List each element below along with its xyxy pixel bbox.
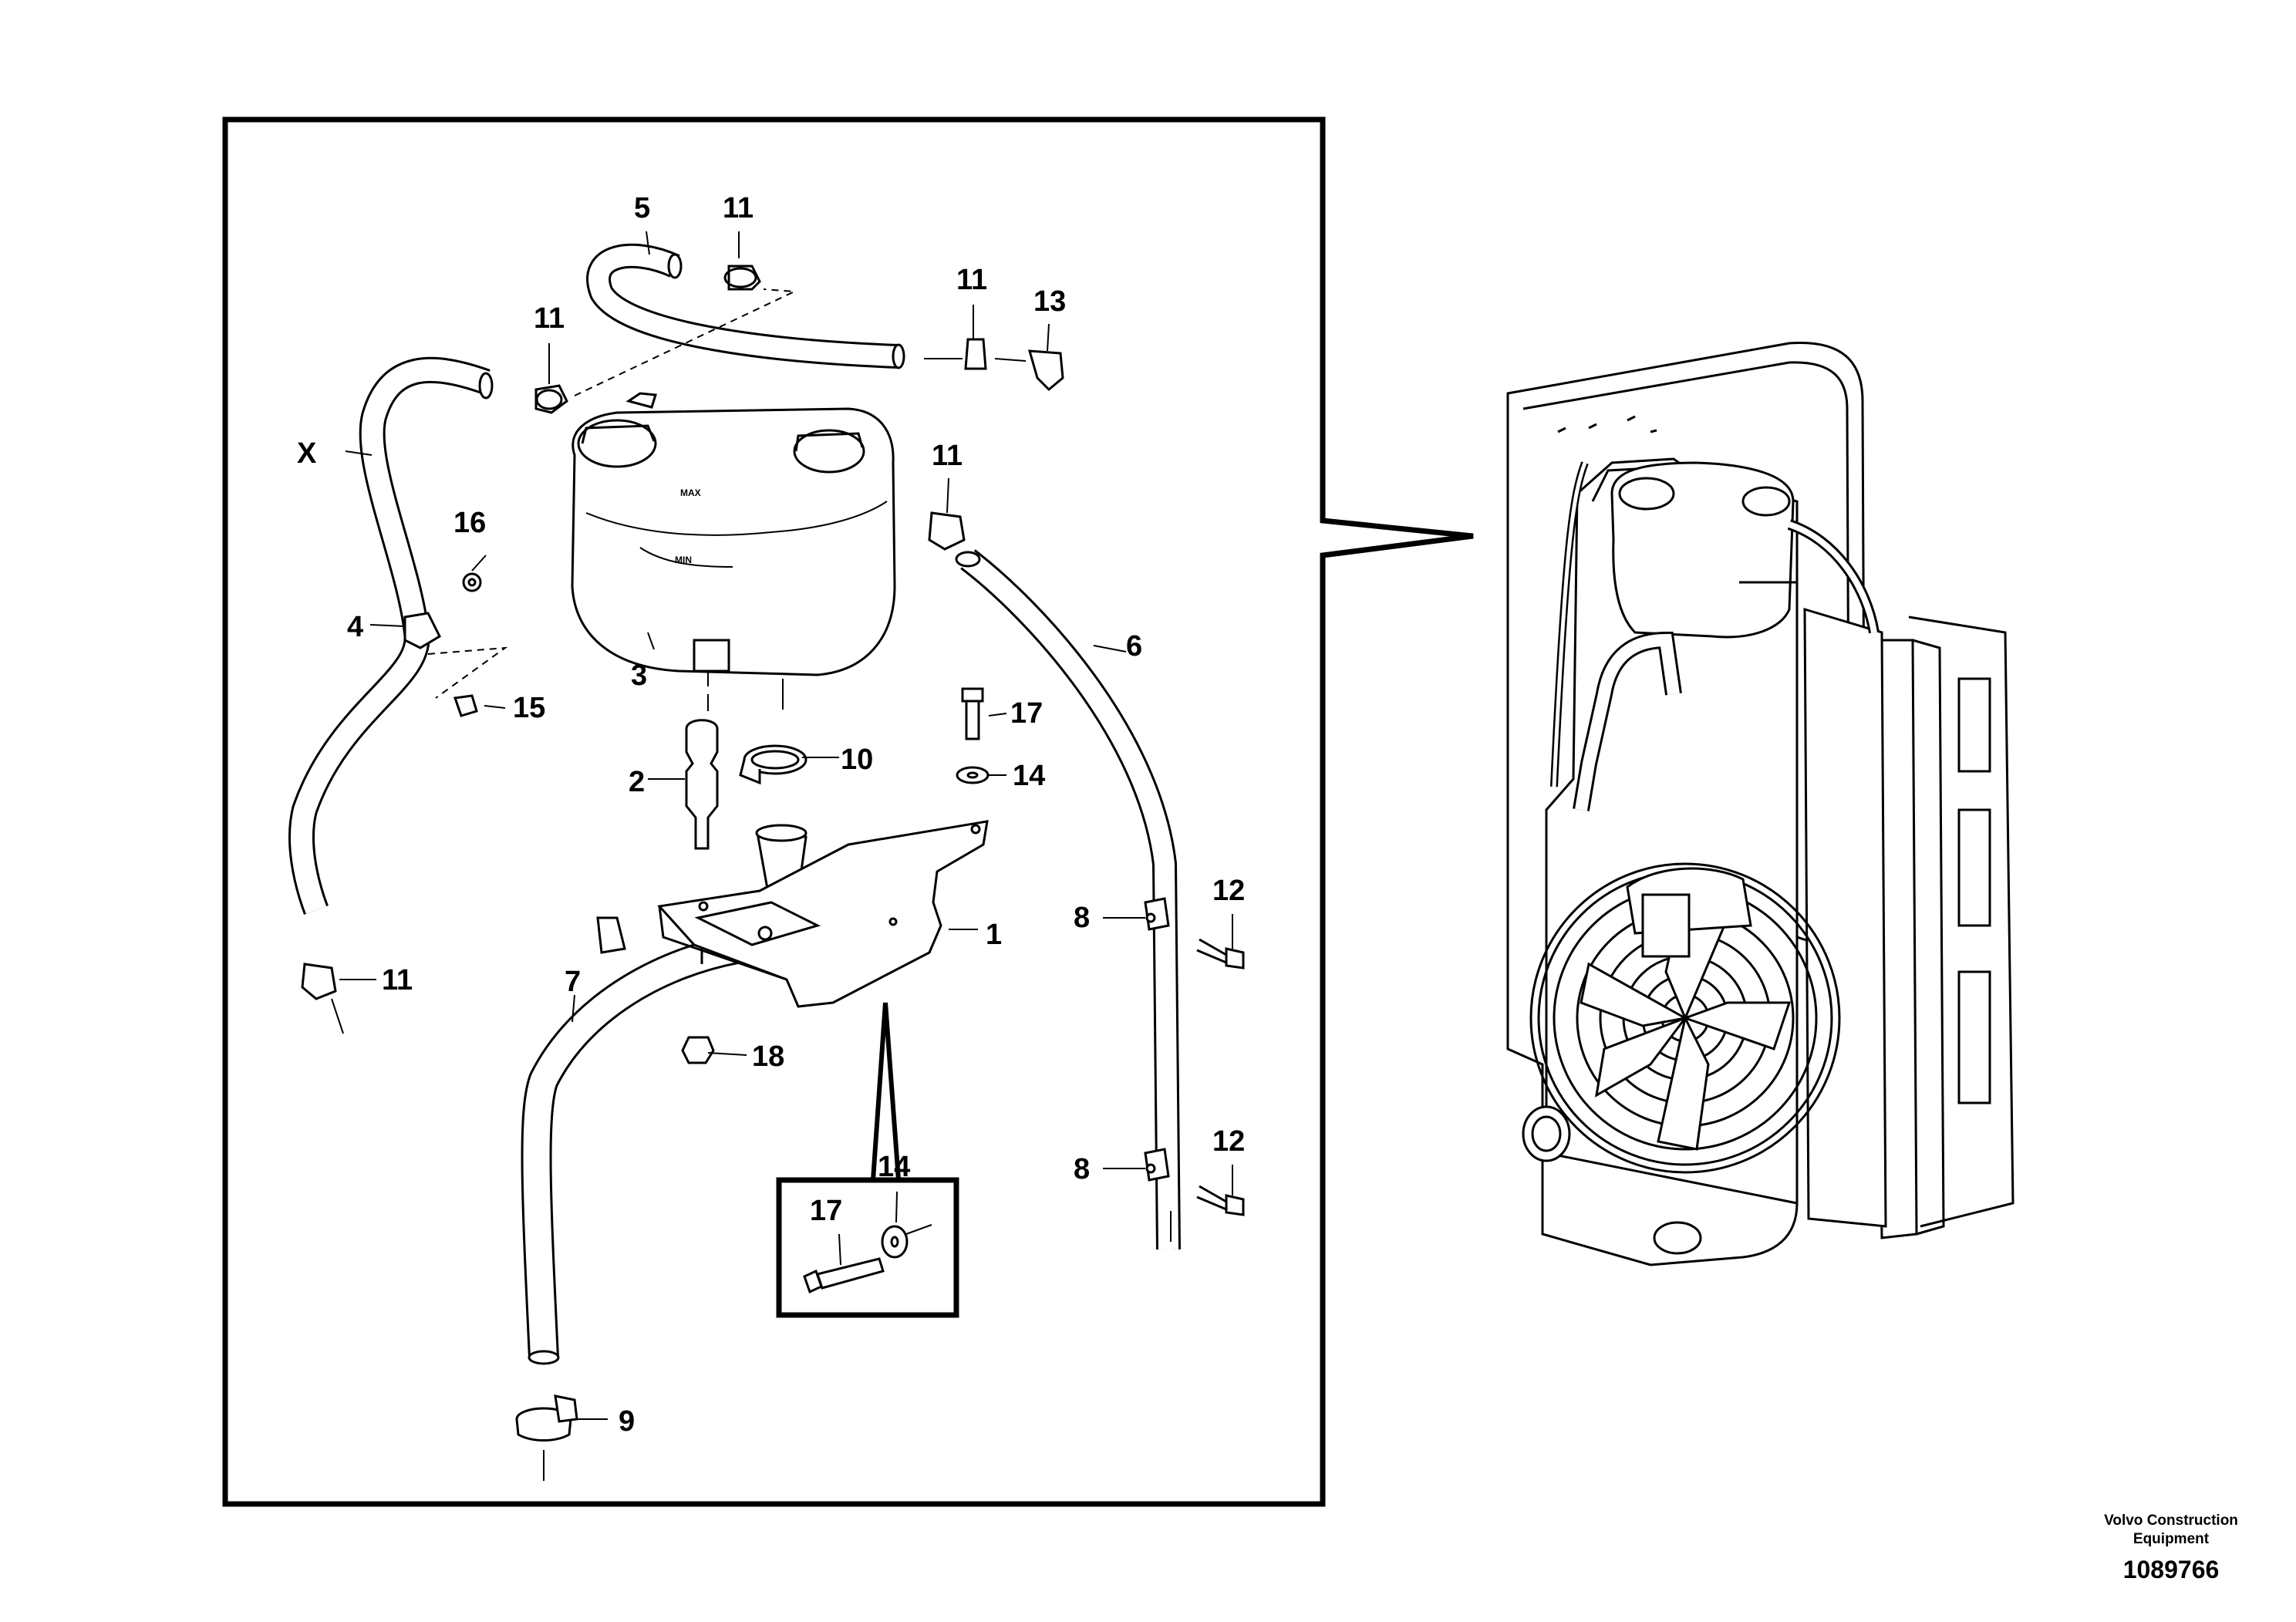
callout-5: 5: [634, 192, 650, 224]
hose-6: [955, 549, 1181, 1250]
fasteners: [453, 572, 1245, 1216]
radiator-overview: [1506, 341, 2014, 1266]
hose-x: [288, 356, 494, 915]
callout-11-fitting: 11: [956, 264, 987, 296]
callout-10: 10: [841, 744, 873, 776]
callout-14-inset: 14: [878, 1151, 910, 1183]
callout-labels: 1 2 3 4 5 6 7 8 8 9 10 11 11 11 11 11 12…: [297, 192, 1245, 1438]
callout-11-bottom: 11: [382, 964, 413, 996]
tank-max-mark: MAX: [680, 487, 701, 498]
hose-clamps: [301, 265, 1170, 1442]
callout-14-upper: 14: [1013, 760, 1045, 792]
callout-16: 16: [453, 507, 486, 539]
hose-5: [586, 243, 905, 369]
callout-17-inset: 17: [810, 1195, 842, 1227]
callout-x: X: [297, 437, 317, 470]
detail-frame: [222, 116, 1474, 1507]
callout-12-upper: 12: [1212, 875, 1245, 907]
expansion-tank: [571, 392, 896, 711]
callout-6: 6: [1126, 630, 1142, 663]
callout-8-lower: 8: [1074, 1153, 1090, 1185]
document-number: 1089766: [2123, 1556, 2220, 1583]
callout-9: 9: [619, 1405, 635, 1438]
callout-4: 4: [347, 611, 363, 643]
brand-line-2: Equipment: [2133, 1531, 2210, 1547]
footer: Volvo Construction Equipment 1089766: [2104, 1512, 2238, 1583]
callout-15: 15: [513, 692, 545, 724]
rubber-mount: [685, 719, 719, 850]
callout-1: 1: [986, 919, 1002, 951]
mounting-bracket: [596, 820, 989, 1008]
callout-11-right: 11: [932, 440, 963, 472]
callout-3: 3: [631, 659, 647, 692]
leader-lines: [331, 231, 1233, 1481]
callout-2: 2: [629, 766, 645, 798]
callout-8-upper: 8: [1074, 902, 1090, 934]
inset-box: [776, 1002, 959, 1318]
callout-13: 13: [1033, 285, 1066, 318]
dashed-guide-lines: [427, 288, 797, 699]
callout-12-lower: 12: [1212, 1125, 1245, 1158]
tank-min-mark: MIN: [675, 555, 692, 565]
brand-line-1: Volvo Construction: [2104, 1512, 2238, 1529]
hose-7: [521, 933, 740, 1365]
callout-11-left: 11: [534, 302, 565, 335]
callout-7: 7: [565, 966, 581, 998]
callout-11-top: 11: [723, 192, 754, 224]
callout-17-upper: 17: [1010, 697, 1043, 730]
callout-18: 18: [752, 1040, 784, 1073]
